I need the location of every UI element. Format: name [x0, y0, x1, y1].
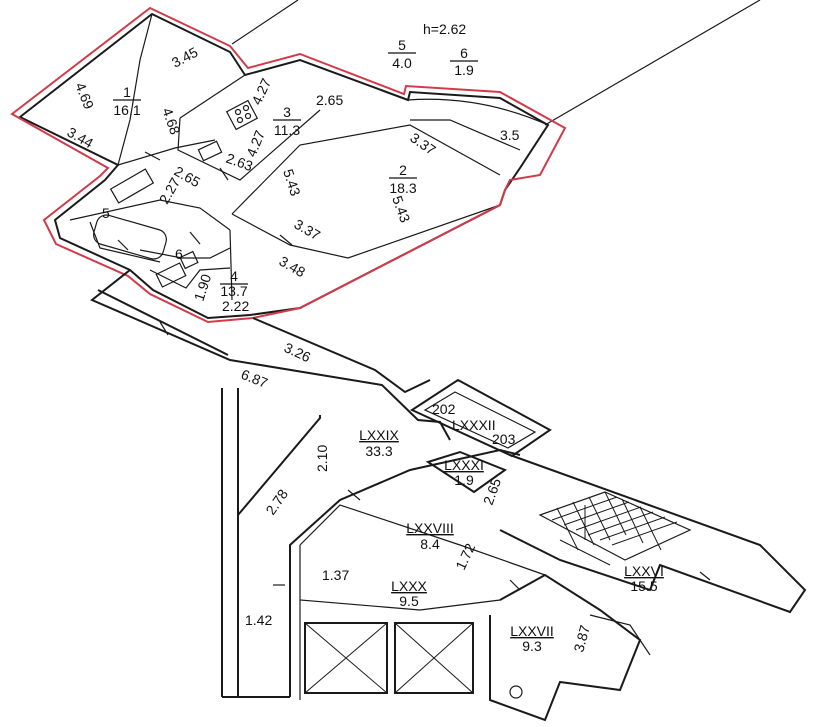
room-number: 2 [399, 162, 407, 178]
dimension-label: 2.65 [316, 92, 343, 108]
dimension-ticks [144, 151, 711, 591]
dimension-label: 2.65 [480, 476, 504, 507]
dimension-labels: 3.45 4.69 4.68 3.44 4.27 4.27 2.65 2.63 … [65, 44, 594, 654]
room-number: 1 [123, 84, 131, 100]
dimension-label: 1.37 [322, 567, 349, 583]
room-number: LXXVI [624, 563, 664, 579]
room-area: 13.7 [220, 283, 247, 299]
room-label-6: 6 [175, 246, 183, 262]
room-label-lxxxi: LXXXI 1.9 [444, 457, 484, 488]
dimension-label: 2.10 [314, 445, 330, 472]
room-label-lxxviii: LXXVIII 8.4 [406, 520, 453, 552]
room-area: 33.3 [365, 443, 392, 459]
dimension-label: 3.5 [500, 127, 520, 143]
apartment-outline [10, 6, 567, 324]
room-area: 9.3 [522, 638, 542, 654]
ceiling-height: h=2.62 [423, 21, 466, 37]
room-label-202: 202 [432, 401, 456, 417]
room-number: 4 [230, 268, 238, 284]
room-area: 11.3 [274, 122, 300, 138]
room-label-lxxvi: LXXVI 15.5 [624, 563, 664, 594]
dimension-label: 4.69 [72, 80, 97, 111]
dimension-label: 4.68 [159, 106, 183, 137]
room-label-1: 1 16.1 [113, 84, 141, 118]
room-area: 1.9 [454, 62, 474, 78]
room-label-lxxix: LXXIX 33.3 [359, 427, 399, 459]
room-area: 4.0 [392, 55, 412, 71]
stair-flight [538, 491, 692, 566]
elevator-shafts [304, 622, 474, 694]
dimension-label: 3.48 [277, 253, 309, 281]
room-area: 16.1 [113, 102, 140, 118]
dimension-label: 3.26 [282, 339, 314, 365]
room-number: LXXX [391, 578, 427, 594]
dimension-label: 1.42 [245, 612, 272, 628]
dimension-label: 4.27 [243, 128, 268, 159]
dimension-label: 1.72 [452, 541, 478, 573]
room-number: 3 [283, 104, 291, 120]
dimension-label: 4.27 [248, 76, 274, 108]
dimension-label: 3.37 [292, 216, 324, 244]
room-number: LXXXI [444, 457, 484, 473]
room-area: 1.9 [454, 472, 474, 488]
room-area: 18.3 [389, 180, 416, 196]
room-label-6-top: 6 1.9 [450, 45, 478, 78]
dimension-label: 6.87 [239, 366, 270, 391]
room-label-2: 2 18.3 [389, 162, 417, 196]
room-label-4: 4 13.7 [220, 268, 248, 299]
room-number: LXXVII [510, 623, 554, 639]
dimension-label: 3.87 [570, 623, 593, 654]
room-number: 5 [398, 37, 406, 53]
room-area: 9.5 [399, 593, 419, 609]
dimension-label: 3.37 [407, 129, 439, 158]
dimension-label: 3.45 [169, 44, 201, 71]
room-area: 8.4 [420, 536, 440, 552]
room-label-5-top: 5 4.0 [388, 37, 416, 71]
common-area-walls [90, 269, 807, 722]
dimension-label: 5.43 [389, 194, 413, 225]
dimension-label: 2.22 [222, 298, 249, 314]
guide-lines [231, 0, 761, 126]
room-number: LXXVIII [406, 520, 453, 536]
room-number: LXXIX [359, 427, 399, 443]
room-label-lxxx: LXXX 9.5 [391, 578, 427, 609]
dimension-label: 5.43 [280, 167, 304, 198]
apartment-walls [18, 12, 550, 320]
room-number: 6 [460, 45, 468, 61]
room-label-3: 3 11.3 [273, 104, 301, 138]
dimension-label: 2.78 [262, 486, 291, 518]
room-label-lxxvii: LXXVII 9.3 [510, 623, 554, 654]
room-label-lxxxii: LXXXII [452, 417, 496, 433]
room-label-203: 203 [492, 431, 516, 447]
room-area: 15.5 [630, 578, 657, 594]
room-label-5: 5 [102, 205, 110, 221]
